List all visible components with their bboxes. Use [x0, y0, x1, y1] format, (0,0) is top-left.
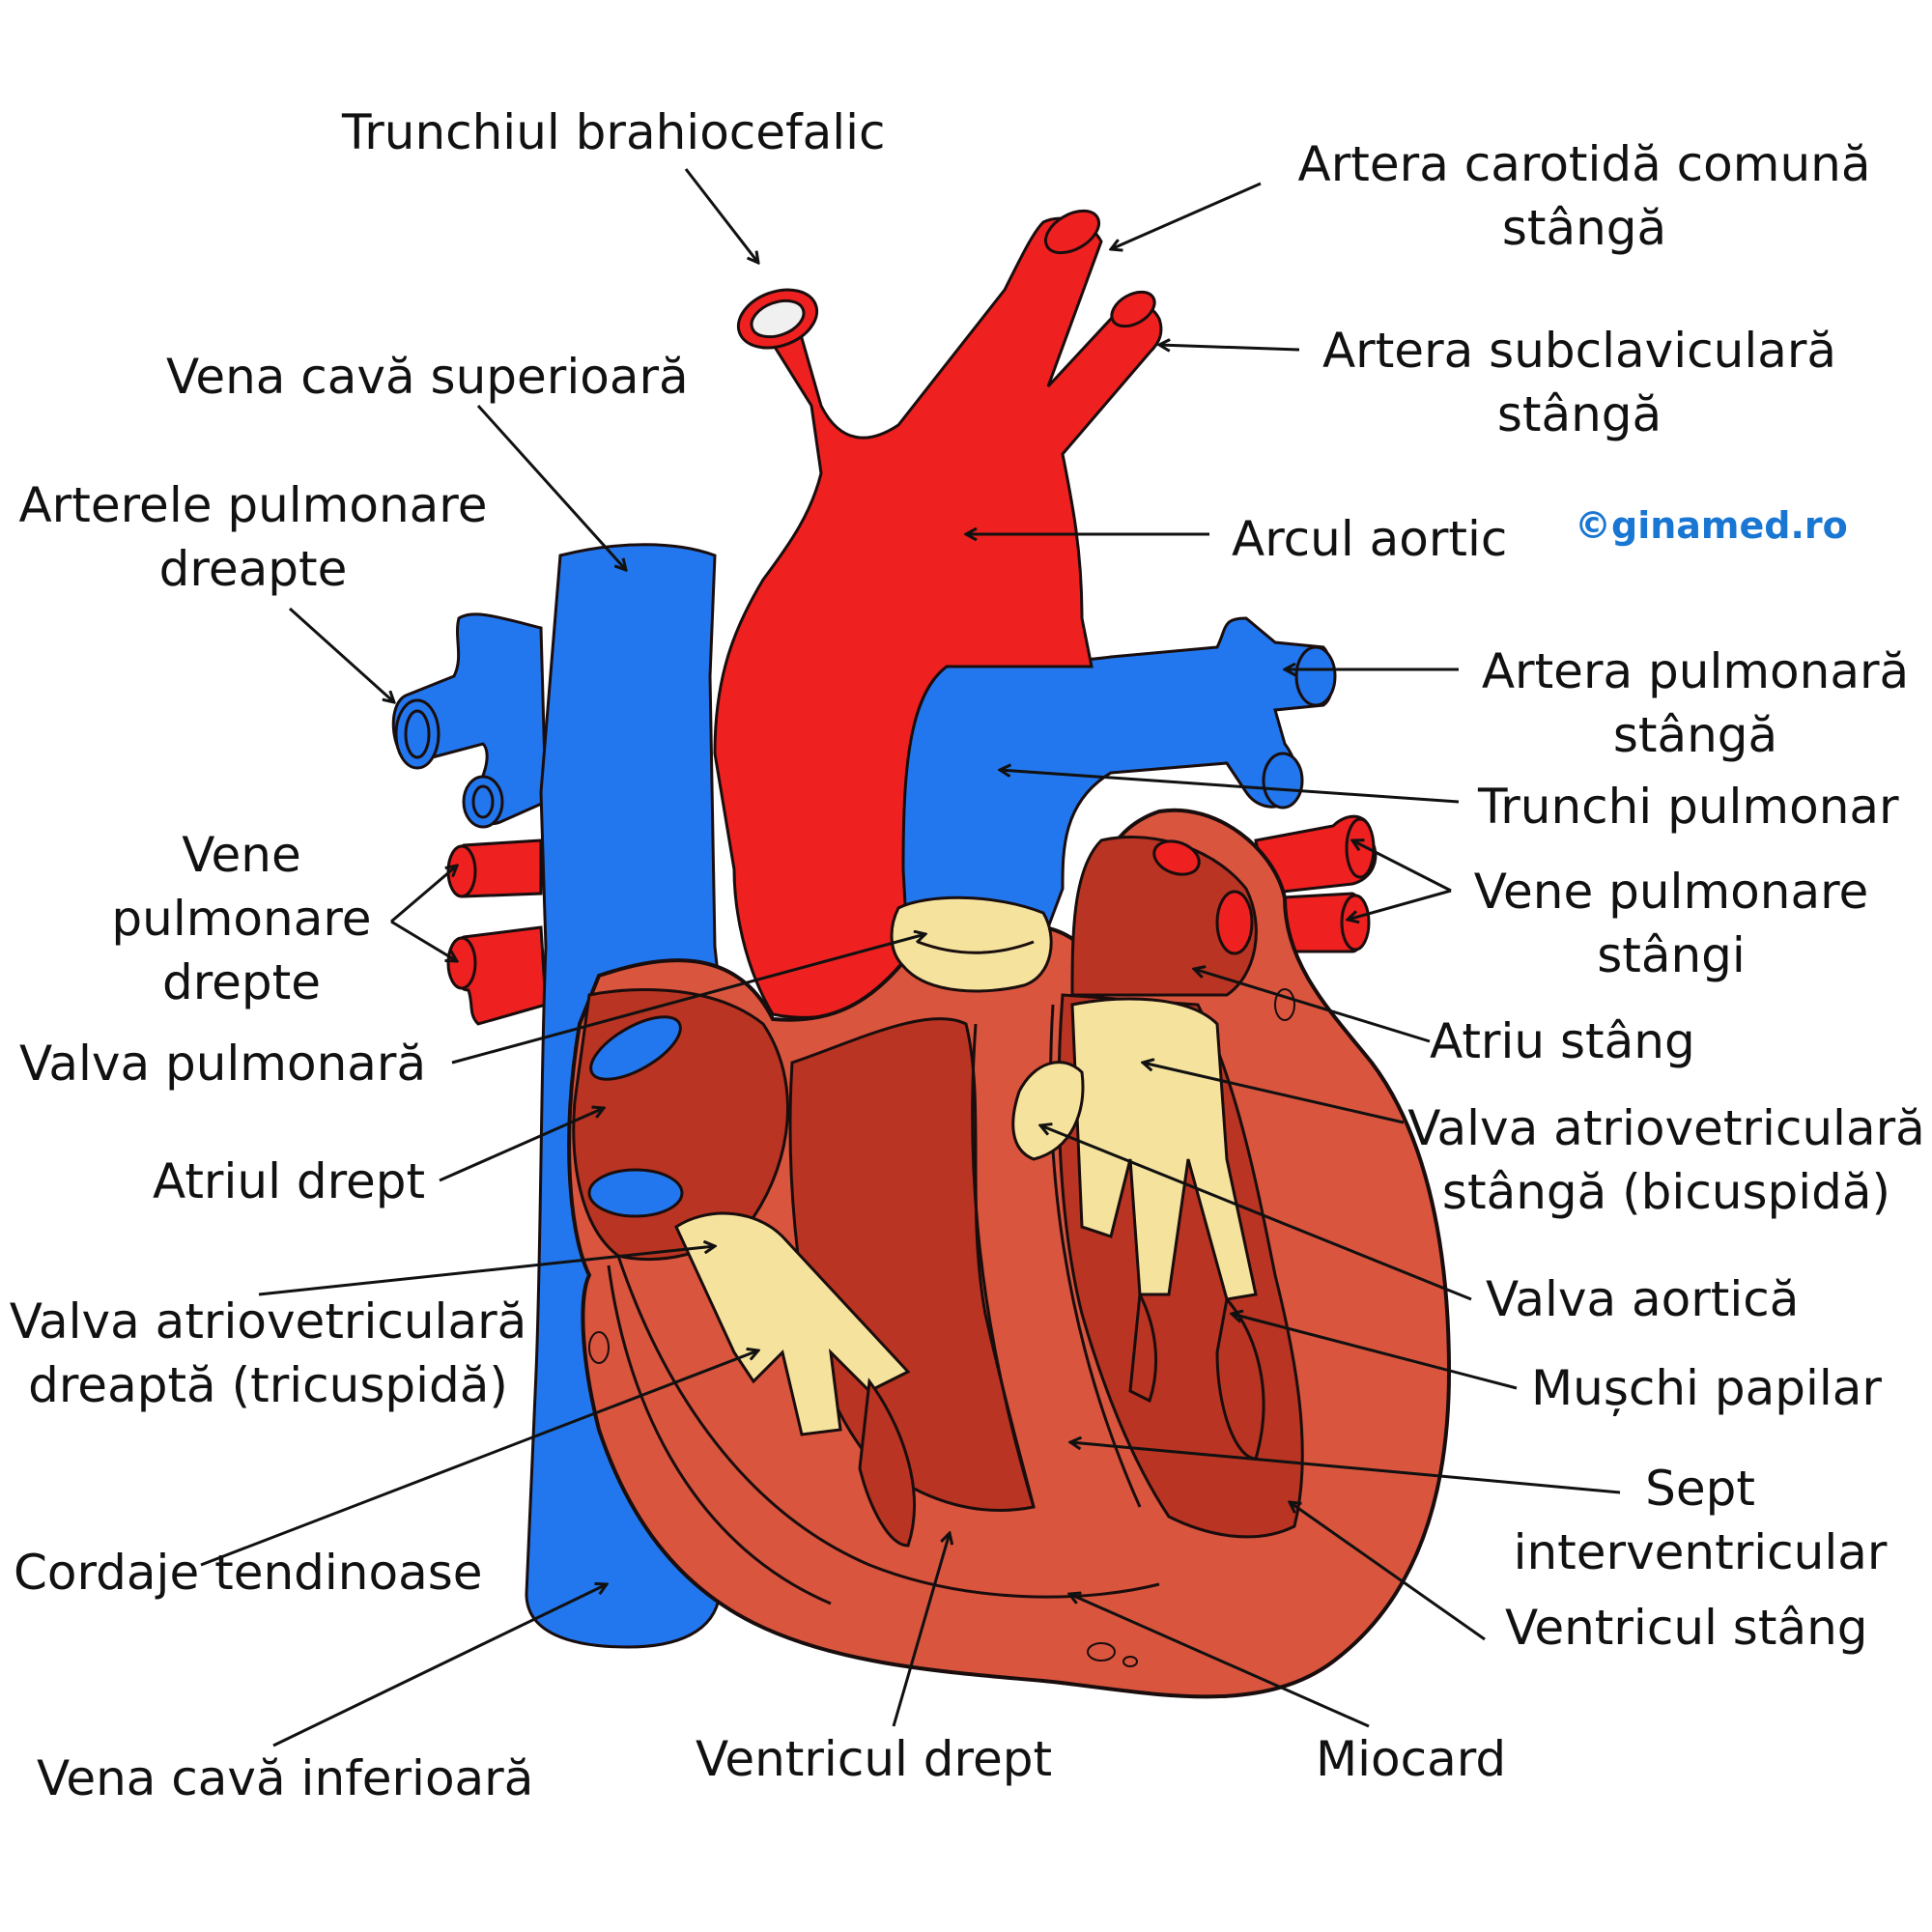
label-pulmonary-trunk: Trunchi pulmonar: [1478, 779, 1899, 835]
label-line: stângă: [1612, 707, 1778, 763]
right-pulmonary-arteries: [391, 612, 548, 829]
leader-arrows: [200, 168, 1621, 1747]
label-line: Vene pulmonare: [1473, 864, 1869, 920]
label-left-pulmonary-veins: Vene pulmonare stângi: [1463, 860, 1879, 987]
aorta: [713, 209, 1163, 1019]
label-left-common-carotid: Artera carotidă comună stângă: [1275, 132, 1893, 260]
label-line: Artera pulmonară: [1481, 643, 1910, 699]
label-myocardium: Miocard: [1316, 1731, 1507, 1787]
label-line: stângă: [1496, 386, 1662, 442]
label-aortic-valve: Valva aortică: [1486, 1271, 1800, 1327]
label-mitral-valve: Valva atriovetriculară stângă (bicuspidă…: [1406, 1096, 1927, 1224]
label-inferior-vena-cava: Vena cavă inferioară: [37, 1750, 534, 1806]
label-right-pulmonary-veins: Vene pulmonare drepte: [97, 823, 386, 1014]
label-line: Artera subclaviculară: [1321, 323, 1837, 379]
label-superior-vena-cava: Vena cavă superioară: [166, 349, 689, 405]
label-left-atrium: Atriu stâng: [1430, 1013, 1695, 1069]
label-line: dreapte: [158, 541, 348, 597]
label-chordae-tendineae: Cordaje tendinoase: [14, 1545, 483, 1601]
label-aortic-arch: Arcul aortic: [1232, 511, 1508, 567]
label-brachiocephalic-trunk: Trunchiul brahiocefalic: [342, 104, 886, 160]
label-right-atrium: Atriul drept: [153, 1153, 426, 1209]
coronary-vessels: [588, 988, 1295, 1667]
right-pulmonary-veins: [446, 838, 548, 1026]
label-left-ventricle: Ventricul stâng: [1505, 1600, 1868, 1656]
label-line: drepte: [161, 954, 322, 1010]
label-line: Vene: [182, 827, 301, 883]
papillary-muscles: [858, 1289, 1265, 1548]
label-line: Sept: [1645, 1461, 1755, 1517]
label-line: pulmonare: [111, 891, 372, 947]
label-line: interventricular: [1513, 1524, 1888, 1580]
label-line: stângă: [1501, 200, 1667, 256]
label-line: dreaptă (tricuspidă): [28, 1357, 508, 1413]
label-line: Valva atriovetriculară: [9, 1293, 527, 1350]
label-left-pulmonary-artery: Artera pulmonară stângă: [1468, 639, 1922, 767]
label-pulmonary-valve: Valva pulmonară: [19, 1036, 427, 1092]
label-tricuspid-valve: Valva atriovetriculară dreaptă (tricuspi…: [5, 1290, 531, 1417]
label-interventricular-septum: Sept interventricular: [1507, 1457, 1893, 1584]
label-line: Valva atriovetriculară: [1407, 1100, 1925, 1156]
valves: [674, 895, 1258, 1436]
label-line: stângi: [1597, 927, 1746, 983]
pulmonary-trunk: [896, 616, 1337, 968]
watermark: ©ginamed.ro: [1575, 504, 1848, 547]
label-right-ventricle: Ventricul drept: [696, 1731, 1053, 1787]
label-right-pulmonary-arteries: Arterele pulmonare dreapte: [12, 473, 495, 601]
label-papillary-muscle: Mușchi papilar: [1531, 1360, 1882, 1416]
label-line: Arterele pulmonare: [18, 477, 488, 533]
label-line: stângă (bicuspidă): [1441, 1164, 1891, 1220]
label-left-subclavian: Artera subclaviculară stângă: [1309, 319, 1850, 446]
label-line: Artera carotidă comună: [1297, 136, 1871, 192]
